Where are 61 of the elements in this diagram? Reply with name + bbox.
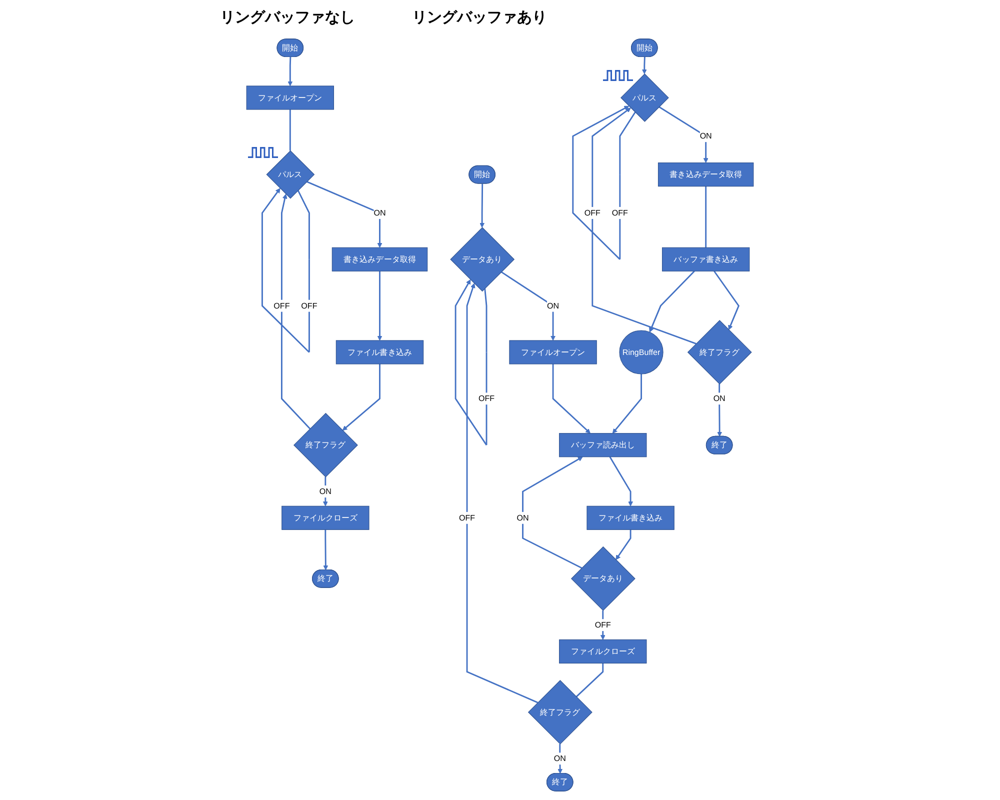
node-box: バッファ読み出し <box>559 433 647 458</box>
arrow <box>323 530 328 570</box>
edge-label: OFF <box>301 300 318 310</box>
arrow <box>616 530 632 560</box>
node-diamond: パルス <box>266 150 315 199</box>
connector <box>289 109 291 151</box>
node-diamond: 終了フラグ <box>687 320 752 384</box>
arrow <box>377 271 382 341</box>
edge-label: OFF <box>594 620 611 630</box>
node-box: 書き込みデータ取得 <box>658 162 754 187</box>
connector <box>705 186 707 248</box>
node-circle: RingBuffer <box>619 330 664 374</box>
node-box: ファイル書き込み <box>586 506 674 530</box>
node-box: ファイルオープン <box>246 86 334 110</box>
node-diamond: データあり <box>570 546 636 611</box>
arrow <box>288 57 293 86</box>
arrow <box>306 181 382 248</box>
arrow <box>522 456 583 569</box>
node-diamond: 終了フラグ <box>293 412 358 478</box>
edge-label: ON <box>319 486 332 496</box>
arrow <box>558 744 563 774</box>
node-box: ファイル書き込み <box>336 340 424 364</box>
node-box: ファイルオープン <box>509 340 597 364</box>
node-box: ファイルクローズ <box>282 506 370 530</box>
edge-label: ON <box>516 513 529 522</box>
arrow <box>642 57 647 74</box>
arrow <box>466 283 538 704</box>
edge-label: ON <box>713 394 726 403</box>
edge-label: OFF <box>584 208 600 218</box>
arrow <box>500 271 556 341</box>
edge-label: ON <box>374 208 386 218</box>
connector <box>576 663 604 698</box>
section-heading: リングバッファあり <box>412 8 547 27</box>
arrow <box>280 194 311 430</box>
section-heading: リングバッファなし <box>220 8 355 27</box>
arrow <box>649 270 695 332</box>
arrow <box>552 364 590 434</box>
edge-label: ON <box>547 300 560 310</box>
arrow <box>714 270 740 330</box>
node-box: 書き込みデータ取得 <box>332 247 428 272</box>
arrow <box>572 106 636 260</box>
arrow <box>592 108 696 344</box>
edge-label: ON <box>700 131 712 140</box>
arrow <box>342 364 380 431</box>
arrow <box>717 384 722 437</box>
edge-label: OFF <box>478 394 495 403</box>
arrow <box>480 184 485 228</box>
edge-label: OFF <box>274 300 290 310</box>
edge-label: ON <box>554 754 566 763</box>
edge-label: OFF <box>612 208 628 218</box>
edge-label: OFF <box>458 513 476 522</box>
arrow <box>261 188 310 353</box>
arrow <box>454 279 488 446</box>
arrow <box>609 456 634 506</box>
node-diamond: 終了フラグ <box>528 680 592 744</box>
node-box: バッファ書き込み <box>662 247 750 272</box>
node-diamond: データあり <box>450 227 515 292</box>
node-diamond: パルス <box>620 74 669 122</box>
arrow <box>658 106 708 163</box>
node-box: ファイルクローズ <box>559 639 647 664</box>
arrow <box>612 374 642 434</box>
